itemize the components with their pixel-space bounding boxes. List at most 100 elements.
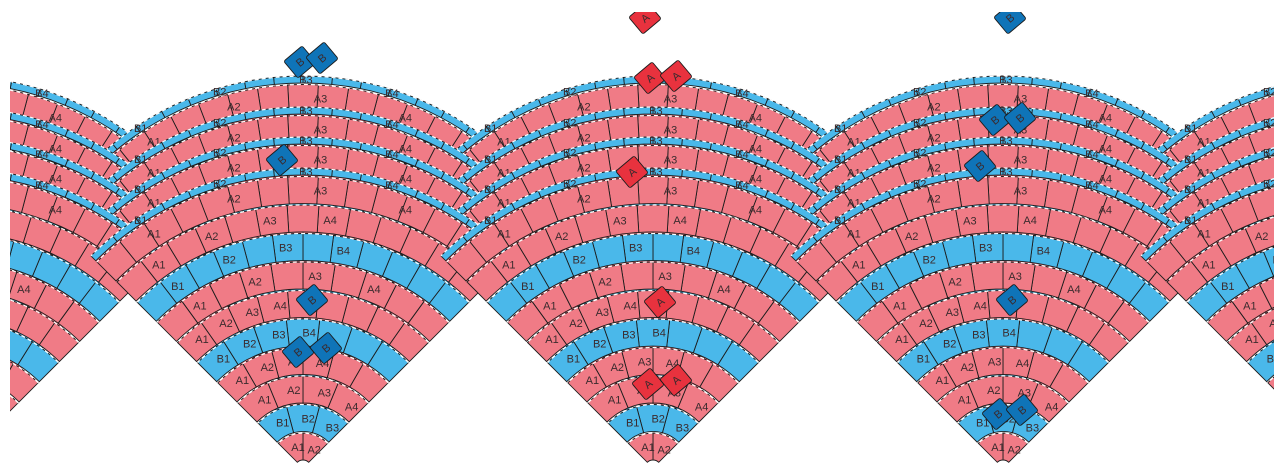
tile-label: B4 [302,328,315,340]
tile-label: A4 [749,174,762,186]
tile-label: B2 [213,117,226,129]
tile-label: A3 [314,94,327,106]
tile-label: A2 [307,445,320,457]
tile-label: B2 [1272,224,1284,236]
tile-label: B2 [563,117,576,129]
tile-label: B2 [563,86,576,98]
tile-label: B2 [943,338,956,350]
tile-label: A1 [497,228,510,240]
tile-label: A3 [596,307,609,319]
tile-label: A3 [946,307,959,319]
tile-label: A4 [49,174,62,186]
tile-label: B4 [1002,328,1015,340]
tile-label: A2 [927,163,940,175]
tile-label: A2 [987,385,1000,397]
pink-tile [257,177,289,207]
tile-label: B2 [213,178,226,190]
pink-tile [1278,119,1284,151]
tile-label: A1 [852,259,865,271]
tile-label: A1 [291,442,304,454]
tile-label: A2 [927,194,940,206]
tile-label: B1 [1184,123,1197,135]
tile-label: A3 [1014,155,1027,167]
tile-label: A2 [1255,231,1268,243]
tile-label: A1 [236,375,249,387]
tile-label: B4 [385,180,398,192]
pink-tile [1278,205,1284,240]
tile-label: A3 [1014,186,1027,198]
tile-label: B1 [834,184,847,196]
blue-tile [1274,266,1284,303]
tile-label: B2 [572,255,585,267]
blue-tile [1274,327,1284,364]
tile-label: A2 [1277,194,1284,206]
tile-label: B4 [35,88,48,100]
tile-label: A2 [905,231,918,243]
tile-label: B3 [299,136,312,148]
tile-label: A4 [1023,215,1036,227]
tile-label: A4 [0,309,8,321]
tile-label: B2 [563,147,576,159]
pink-tile [271,262,303,291]
tile-label: B4 [687,246,700,258]
tile-label: B2 [1263,86,1276,98]
tile-label: B1 [484,184,497,196]
tile-label: A4 [0,401,8,413]
tile-label: B2 [1272,255,1284,267]
tile-label: A2 [205,231,218,243]
tile-label: B1 [567,353,580,365]
tile-label: A2 [1269,318,1282,330]
blue-tile [0,138,12,149]
tile-label: A2 [577,133,590,145]
tile-label: B1 [871,281,884,293]
tile-label: A2 [287,385,300,397]
tile-label: A4 [673,215,686,227]
blue-tile [653,233,684,262]
pink-tile [971,262,1003,291]
tile-label: A4 [399,205,412,217]
blue-tile [0,108,12,119]
tile-label: B2 [913,117,926,129]
tile-label: A4 [0,370,8,382]
tile-label: A2 [1277,163,1284,175]
tile-label: B1 [1184,184,1197,196]
tile-label: A4 [399,174,412,186]
tile-label: B2 [913,86,926,98]
tile-label: A3 [664,155,677,167]
tile-label: A1 [608,395,621,407]
tile-label: A2 [657,445,670,457]
tile-label: B2 [563,178,576,190]
blue-tile [1003,233,1034,262]
tile-label: B2 [213,86,226,98]
tile-label: A1 [586,375,599,387]
tile-label: B4 [735,119,748,131]
tile-label: A1 [958,395,971,407]
tile-label: A4 [1099,174,1112,186]
blue-tile [0,228,2,261]
tile-label: A3 [263,216,276,228]
tile-label: B3 [279,243,292,255]
tile-label: A1 [545,334,558,346]
tile-label: B3 [999,167,1012,179]
tile-label: A3 [658,271,671,283]
tile-label: A2 [555,231,568,243]
tile-label: A2 [569,318,582,330]
tile-label: A4 [367,284,380,296]
tile-label: A3 [638,356,651,368]
tile-label: A2 [1277,133,1284,145]
tile-label: B1 [134,123,147,135]
tile-label: A4 [749,205,762,217]
tile-label: B1 [484,123,497,135]
tile-label: B2 [913,147,926,159]
pink-tile [1278,88,1284,120]
tile-label: B3 [326,423,339,435]
blue-tile [303,233,334,262]
tile-label: A3 [1008,271,1021,283]
pink-tile [287,205,319,232]
tile-label: A1 [1245,334,1258,346]
tile-label: B4 [1037,246,1050,258]
tile-label: A3 [318,387,331,399]
blue-tile [0,77,12,88]
